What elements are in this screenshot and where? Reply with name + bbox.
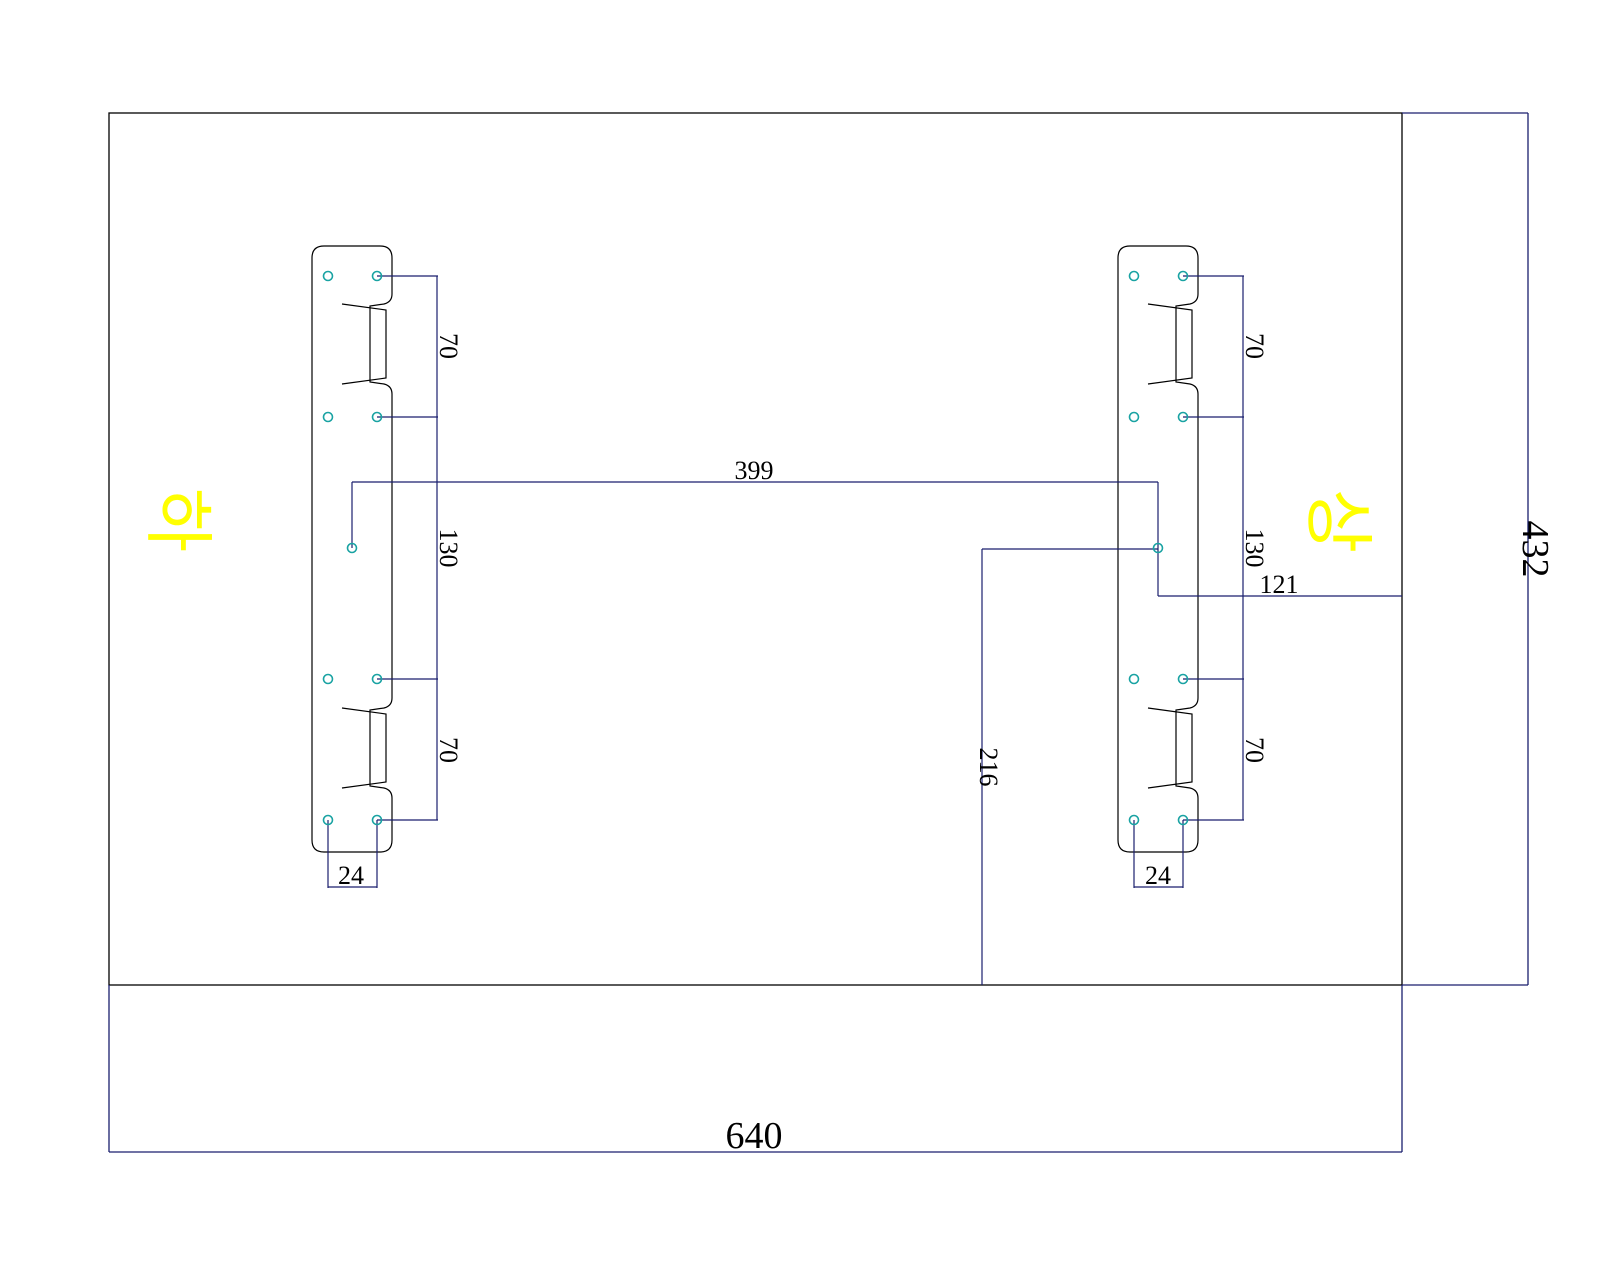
circle-hole-icon <box>322 270 334 282</box>
circle-hole-icon <box>1128 814 1140 826</box>
right-bottom-pitch-text: 70 <box>1240 737 1269 763</box>
circle-hole-icon <box>1128 270 1140 282</box>
right-mid-pitch-text: 130 <box>1240 529 1269 568</box>
circle-hole-icon <box>1152 542 1164 554</box>
circle-hole-icon <box>371 411 383 423</box>
right-top-pitch-text: 70 <box>1240 333 1269 359</box>
circle-hole-icon <box>322 673 334 685</box>
bracket-dimension-lines <box>327 275 1402 985</box>
bottom-offset-text: 216 <box>974 748 1003 787</box>
right-notch-bottom <box>1147 707 1193 789</box>
left-bracket-outline <box>311 245 393 853</box>
circle-hole-icon <box>1177 270 1189 282</box>
left-mid-pitch-text: 130 <box>434 529 463 568</box>
left-notch-top <box>341 303 387 385</box>
overall-width-text: 640 <box>726 1115 783 1157</box>
orientation-label-left: 하 <box>137 488 219 552</box>
plate-rect <box>108 112 1403 986</box>
left-notch-bottom <box>341 707 387 789</box>
right-notch-top <box>1147 303 1193 385</box>
dimension-texts: 640 432 399 121 216 70 130 70 70 130 70 … <box>338 333 1556 1157</box>
right-bracket <box>1117 245 1199 853</box>
plate-outline <box>108 112 1403 986</box>
left-bracket <box>311 245 393 853</box>
circle-hole-icon <box>371 673 383 685</box>
circle-hole-icon <box>322 411 334 423</box>
left-hole-spacing-text: 24 <box>338 861 364 890</box>
circle-hole-icon <box>1128 673 1140 685</box>
circle-hole-icon <box>1128 411 1140 423</box>
circle-hole-icon <box>371 814 383 826</box>
overall-height-text: 432 <box>1514 521 1556 578</box>
circle-hole-icon <box>371 270 383 282</box>
circle-hole-icon <box>1177 673 1189 685</box>
left-top-pitch-text: 70 <box>434 333 463 359</box>
overall-dimensions <box>108 112 1529 1153</box>
hole-span-text: 399 <box>735 456 774 485</box>
circle-hole-icon <box>1177 814 1189 826</box>
right-hole-spacing-text: 24 <box>1145 861 1171 890</box>
orientation-label-right: 상 <box>1297 489 1379 553</box>
circle-hole-icon <box>346 542 358 554</box>
right-offset-text: 121 <box>1260 570 1299 599</box>
circle-hole-icon <box>1177 411 1189 423</box>
circle-hole-icon <box>322 814 334 826</box>
mounting-holes <box>322 270 1189 826</box>
left-bottom-pitch-text: 70 <box>434 737 463 763</box>
right-bracket-outline <box>1117 245 1199 853</box>
